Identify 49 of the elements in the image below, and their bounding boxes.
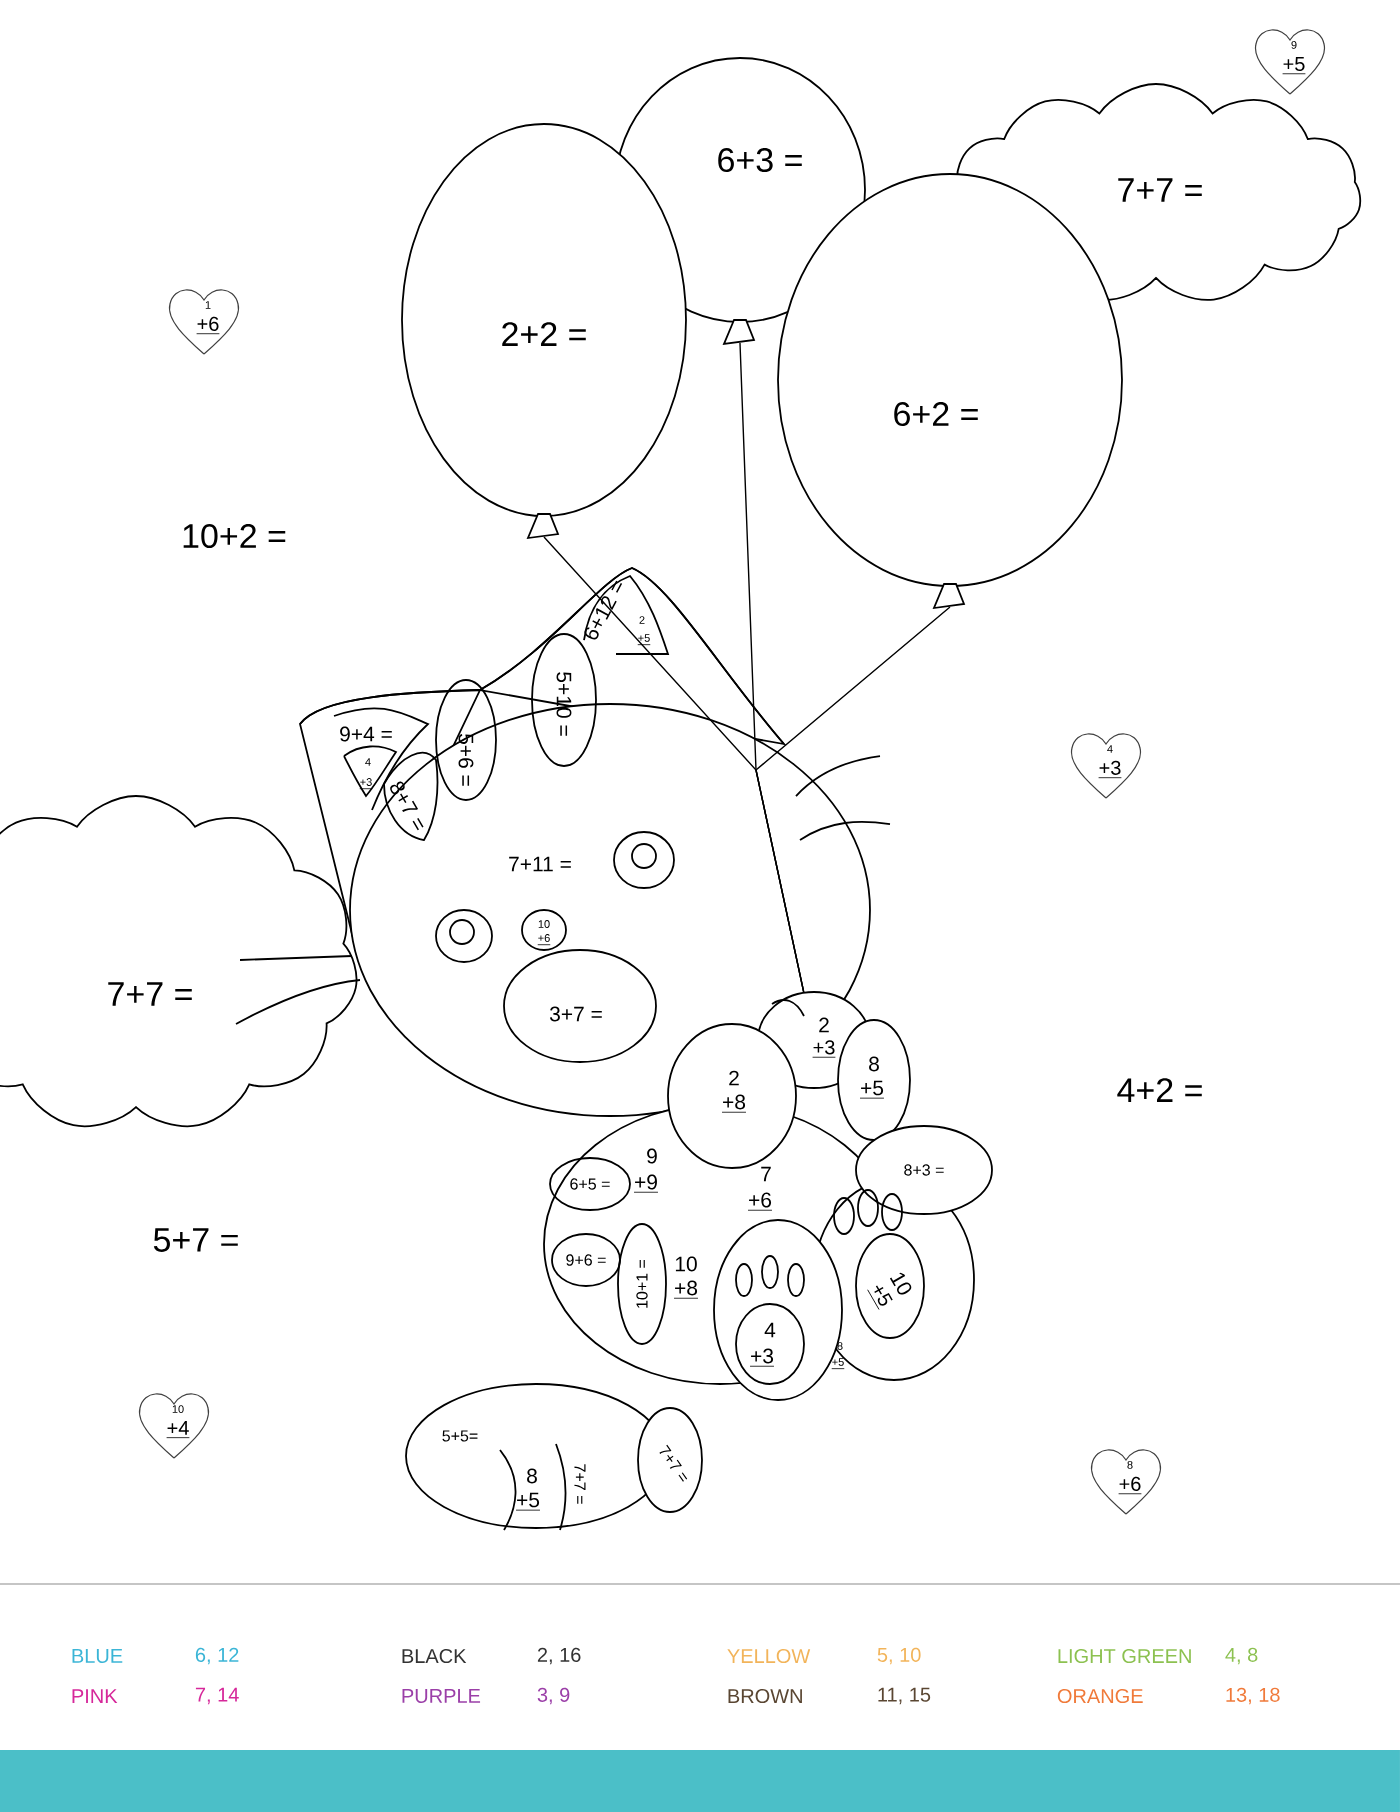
equation-label: 2: [729, 1070, 739, 1086]
legend-color-name: ORANGE: [1057, 1688, 1143, 1704]
legend-color-name: PURPLE: [402, 1689, 481, 1703]
equation-label: 4: [764, 1322, 776, 1338]
equation-label: +6: [747, 1192, 773, 1211]
equation-label: 8: [527, 1468, 537, 1484]
legend-numbers: 7, 14: [195, 1687, 239, 1705]
equation-label: 5+5=: [442, 1430, 478, 1442]
legend-numbers: 6, 12: [195, 1647, 239, 1665]
legend-numbers: 3, 9: [537, 1687, 570, 1705]
equation-label: 10+1 =: [636, 1259, 648, 1308]
equation-label: 7+7 =: [574, 1464, 586, 1504]
equation-label: 10: [675, 1256, 697, 1272]
equation-label: 5+10 =: [556, 672, 572, 736]
legend-numbers: 11, 15: [878, 1687, 931, 1705]
legend-numbers: 2, 16: [537, 1647, 581, 1665]
legend-color-name: BLACK: [402, 1648, 467, 1664]
equation-label: 9+4 =: [340, 726, 392, 742]
equation-label: 8+7 =: [390, 781, 424, 831]
legend-color-name: PINK: [72, 1689, 118, 1703]
equation-label: +5: [515, 1492, 541, 1511]
equation-label: 9+6 =: [566, 1254, 606, 1266]
equation-label: +8: [721, 1094, 747, 1113]
equation-label: +3: [749, 1348, 775, 1367]
equation-label: 4+2 =: [1117, 1078, 1202, 1102]
legend-color-name: YELLOW: [727, 1648, 811, 1664]
equation-label: 3+7 =: [549, 1006, 602, 1022]
equation-label: 7: [761, 1166, 771, 1182]
equation-label: 5+6 =: [458, 734, 474, 786]
equation-label: 7+11 =: [509, 856, 571, 872]
legend-numbers: 4, 8: [1225, 1647, 1258, 1665]
equation-label: +9: [633, 1174, 659, 1193]
equation-label: 8+3 =: [904, 1164, 944, 1176]
equation-label: 5+7 =: [153, 1228, 238, 1252]
legend-color-name: BROWN: [728, 1688, 802, 1704]
cloud: 7+7 =: [0, 795, 358, 1128]
equation-label: 10 +5: [867, 1272, 912, 1310]
balloon: 2+2 =: [401, 123, 687, 540]
equation-label: 10+2 =: [183, 524, 286, 549]
balloon-string: [755, 606, 951, 993]
equation-label: 6+5 =: [570, 1178, 610, 1190]
legend-color-name: BLUE: [72, 1649, 123, 1663]
equation-label: 7+7 =: [659, 1444, 688, 1482]
legend-numbers: 13, 18: [1226, 1687, 1280, 1705]
equation-label: 9: [647, 1148, 657, 1164]
equation-label: +8: [673, 1280, 699, 1299]
legend-color-name: LIGHT GREEN: [1058, 1648, 1191, 1664]
legend-numbers: 5, 10: [877, 1647, 921, 1665]
equation-label: 8: [869, 1056, 879, 1072]
